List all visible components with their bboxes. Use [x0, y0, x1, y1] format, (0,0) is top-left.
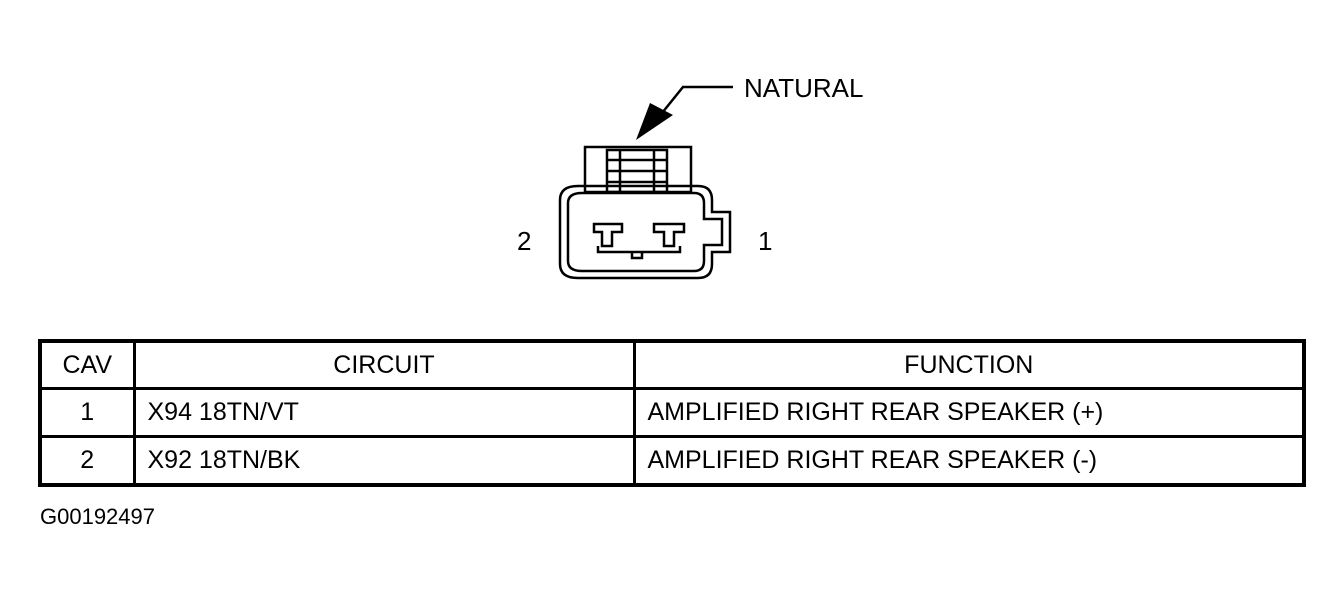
connector-body [558, 184, 732, 280]
cell-cav: 1 [38, 387, 136, 438]
figure-id: G00192497 [40, 504, 155, 529]
connector-diagram: NATURAL 2 1 [517, 73, 863, 280]
table-header-row: CAV CIRCUIT FUNCTION [38, 339, 1306, 390]
leader-line [657, 85, 733, 119]
leader-arrowhead [636, 103, 673, 140]
terminal-cavities [592, 222, 686, 260]
header-circuit: CIRCUIT [132, 339, 636, 390]
pin-label-2: 2 [517, 226, 531, 256]
cell-function: AMPLIFIED RIGHT REAR SPEAKER (-) [632, 434, 1306, 487]
pin-label-1: 1 [758, 226, 772, 256]
cell-circuit: X94 18TN/VT [132, 387, 636, 438]
cell-cav: 2 [38, 434, 136, 487]
pinout-table: CAV CIRCUIT FUNCTION 1 X94 18TN/VT AMPLI… [38, 339, 1306, 487]
center-key [596, 246, 682, 260]
table-row: 1 X94 18TN/VT AMPLIFIED RIGHT REAR SPEAK… [38, 387, 1306, 438]
cell-circuit: X92 18TN/BK [132, 434, 636, 487]
header-cav: CAV [38, 339, 136, 390]
header-function: FUNCTION [632, 339, 1306, 390]
connector-color-label: NATURAL [744, 73, 863, 103]
cavity-1 [652, 222, 686, 248]
cell-function: AMPLIFIED RIGHT REAR SPEAKER (+) [632, 387, 1306, 438]
cavity-2 [592, 222, 624, 248]
table-row: 2 X92 18TN/BK AMPLIFIED RIGHT REAR SPEAK… [38, 434, 1306, 487]
